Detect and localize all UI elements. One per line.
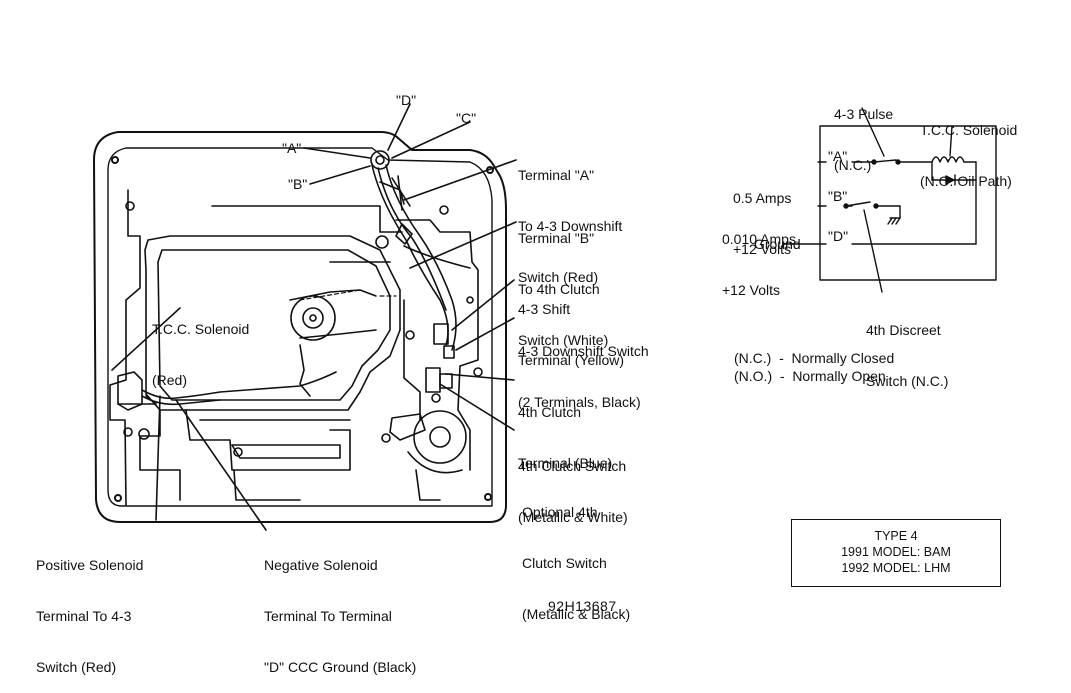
amps-a-label: 0.5 Amps +12 Volts [733, 190, 792, 257]
pulse-label: 4-3 Pulse (N.C.) [834, 106, 894, 173]
connector-b-label: "B" [288, 176, 308, 192]
legend-nc: (N.C.) - Normally Closed [734, 350, 895, 366]
transmission-pan [93, 131, 507, 523]
connector-c-label: "C" [456, 110, 477, 126]
info-1992: 1992 MODEL: LHM [841, 561, 951, 575]
shift-terminal-callout: 4-3 Shift Terminal (Yellow) [518, 301, 625, 368]
tcc-schematic [783, 107, 997, 293]
terminal-b-schematic-label: "B" [828, 188, 848, 204]
info-type: TYPE 4 [874, 529, 918, 543]
model-info-box: TYPE 4 1991 MODEL: BAM 1992 MODEL: LHM [791, 519, 1001, 587]
negative-terminal-callout: Negative Solenoid Terminal To Terminal "… [264, 557, 417, 675]
connector-d-label: "D" [396, 92, 417, 108]
legend-no: (N.O.) - Normally Open [734, 368, 886, 384]
clutch-terminal-callout: 4th Clutch Terminal (Blue) [518, 404, 613, 471]
wiring-harness [117, 150, 471, 411]
terminal-a-schematic-label: "A" [828, 148, 848, 164]
ground-label: Ground [754, 236, 801, 252]
optional-switch-callout: Optional 4th Clutch Switch (Metallic & B… [522, 504, 631, 622]
connector-a-label: "A" [282, 140, 302, 156]
info-1991: 1991 MODEL: BAM [841, 545, 951, 559]
positive-terminal-callout: Positive Solenoid Terminal To 4-3 Switch… [36, 557, 144, 675]
tcc-solenoid-callout: T.C.C. Solenoid (Red) [152, 321, 250, 388]
discreet-switch-label: 4th Discreet Switch (N.C.) [866, 322, 949, 389]
terminal-b-callout: Terminal "B" To 4th Clutch Switch (White… [518, 230, 609, 348]
figure-id: 92H13687 [548, 598, 617, 614]
downshift-switch-callout: 4-3 Downshift Switch (2 Terminals, Black… [518, 343, 649, 410]
terminal-d-schematic-label: "D" [828, 228, 849, 244]
terminal-a-callout: Terminal "A" To 4-3 Downshift Switch (Re… [518, 167, 623, 285]
leader-lines [111, 103, 517, 531]
solenoid-label: T.C.C. Solenoid (N.O. Oil Path) [920, 122, 1018, 189]
amps-b-label: 0.010 Amps +12 Volts [722, 231, 796, 298]
clutch-switch-callout: 4th Clutch Switch (Metallic & White) [518, 458, 628, 525]
